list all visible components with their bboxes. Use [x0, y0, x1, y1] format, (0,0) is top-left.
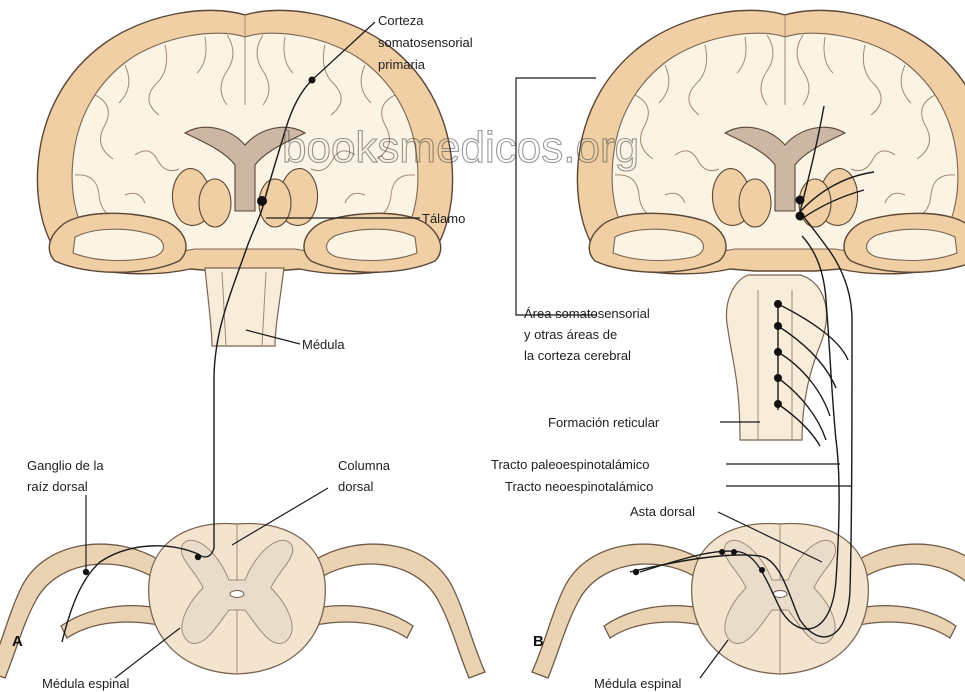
- horn-neuron-b2: [731, 549, 737, 555]
- watermark: booksmedicos.org: [282, 123, 639, 172]
- label-area-2: y otras áreas de: [524, 327, 617, 342]
- label-medulla: Médula: [302, 337, 345, 352]
- label-ganglion-1: Ganglio de la: [27, 458, 104, 473]
- brainstem-b: [726, 275, 826, 440]
- panel-letter-a: A: [12, 633, 23, 650]
- reticular-neuron: [774, 322, 782, 330]
- leader-cord-a: [115, 628, 180, 678]
- ganglion-neuron-b: [633, 569, 639, 575]
- thalamic-neuron-b2: [796, 212, 805, 221]
- brainstem-a: [205, 268, 284, 346]
- label-cortex-2: somatosensorial: [378, 35, 473, 50]
- label-neo: Tracto neoespinotalámico: [505, 479, 653, 494]
- thalamic-neuron: [257, 196, 267, 206]
- label-area-3: la corteza cerebral: [524, 348, 631, 363]
- panel-letter-b: B: [533, 633, 544, 650]
- label-cortex-1: Corteza: [378, 13, 424, 28]
- label-area-1: Área somatosensorial: [524, 306, 650, 321]
- thalamic-neuron-b1: [796, 196, 805, 205]
- horn-neuron-b3: [759, 567, 765, 573]
- spinal-cord-section-a: [0, 523, 485, 678]
- label-cord-a: Médula espinal: [42, 676, 130, 691]
- column-neuron-a: [195, 554, 201, 560]
- label-thalamus: Tálamo: [422, 211, 465, 226]
- reticular-neuron: [774, 348, 782, 356]
- label-column-2: dorsal: [338, 479, 374, 494]
- label-reticular: Formación reticular: [548, 415, 660, 430]
- label-cord-b: Médula espinal: [594, 676, 682, 691]
- label-cortex-3: primaria: [378, 57, 426, 72]
- reticular-neuron: [774, 374, 782, 382]
- label-paleo: Tracto paleoespinotalámico: [491, 457, 650, 472]
- reticular-neuron: [774, 400, 782, 408]
- label-dorsal-horn: Asta dorsal: [630, 504, 695, 519]
- spinal-cord-section-b: [532, 523, 965, 678]
- reticular-neuron: [774, 300, 782, 308]
- label-column-1: Columna: [338, 458, 391, 473]
- label-ganglion-2: raíz dorsal: [27, 479, 88, 494]
- horn-neuron-b1: [719, 549, 725, 555]
- panel-a: Corteza somatosensorial primaria Tálamo …: [0, 10, 485, 691]
- panel-b: Área somatosensorial y otras áreas de la…: [491, 10, 965, 691]
